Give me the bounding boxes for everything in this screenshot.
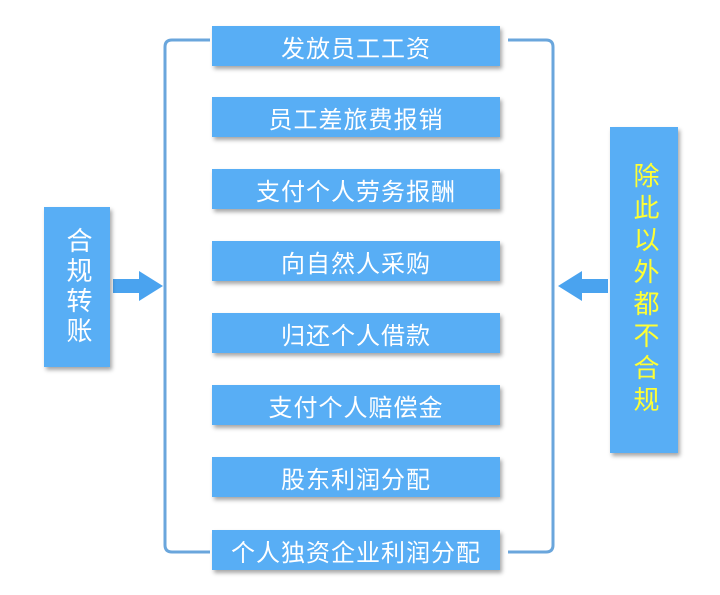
compliant-transfer-box: 合规转账 <box>44 207 110 367</box>
item-label: 支付个人赔偿金 <box>268 393 444 422</box>
item-label: 股东利润分配 <box>281 465 431 494</box>
item-box-purchase-from-individuals: 向自然人采购 <box>212 241 500 281</box>
item-box-pay-salaries: 发放员工工资 <box>212 26 500 66</box>
non-compliant-box: 除此以外都不合规 <box>610 127 678 453</box>
item-box-sole-proprietorship-profits: 个人独资企业利润分配 <box>212 530 500 570</box>
item-label: 员工差旅费报销 <box>268 105 444 134</box>
item-label: 发放员工工资 <box>281 34 431 63</box>
item-box-labor-remuneration: 支付个人劳务报酬 <box>212 169 500 209</box>
item-label: 归还个人借款 <box>281 321 431 350</box>
item-box-travel-reimbursement: 员工差旅费报销 <box>212 97 500 137</box>
item-box-personal-compensation: 支付个人赔偿金 <box>212 385 500 425</box>
right-bracket <box>508 38 555 554</box>
item-label: 支付个人劳务报酬 <box>256 177 456 206</box>
non-compliant-label: 除此以外都不合规 <box>629 162 659 418</box>
item-label: 个人独资企业利润分配 <box>231 538 481 567</box>
left-bracket <box>163 38 210 554</box>
item-box-repay-personal-loans: 归还个人借款 <box>212 313 500 353</box>
left-arrow-icon <box>558 271 608 301</box>
item-box-shareholder-dividends: 股东利润分配 <box>212 457 500 497</box>
compliant-transfer-label: 合规转账 <box>62 227 92 347</box>
right-arrow-icon <box>113 271 163 301</box>
item-label: 向自然人采购 <box>281 249 431 278</box>
